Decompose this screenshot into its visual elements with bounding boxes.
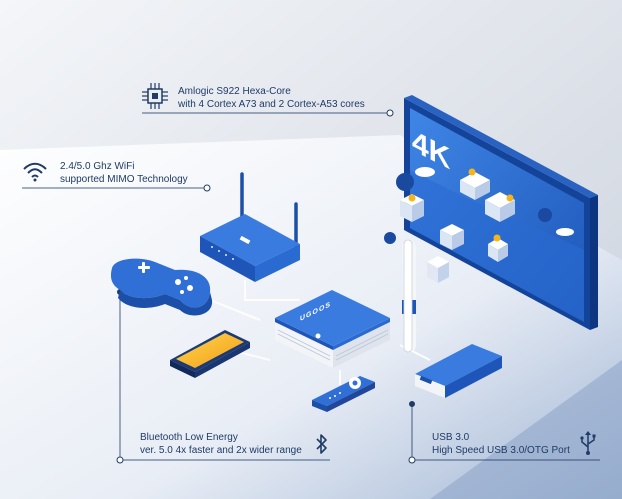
bluetooth-callout-line1: Bluetooth Low Energy bbox=[140, 432, 238, 443]
cpu-chip-icon bbox=[140, 81, 170, 116]
usb-callout: USB 3.0 High Speed USB 3.0/OTG Port bbox=[432, 431, 570, 457]
usb-icon bbox=[578, 430, 598, 461]
gamepad bbox=[110, 258, 213, 316]
bluetooth-callout-line2: ver. 5.0 4x faster and 2x wider range bbox=[140, 445, 302, 456]
tv-screen bbox=[384, 95, 598, 330]
smartphone bbox=[170, 330, 250, 378]
cpu-callout: Amlogic S922 Hexa-Core with 4 Cortex A73… bbox=[178, 85, 365, 111]
bluetooth-callout: Bluetooth Low Energy ver. 5.0 4x faster … bbox=[140, 431, 302, 457]
external-drive bbox=[415, 344, 502, 398]
cpu-callout-line1: Amlogic S922 Hexa-Core bbox=[178, 86, 291, 97]
router bbox=[200, 172, 300, 282]
wifi-callout: 2.4/5.0 Ghz WiFi supported MIMO Technolo… bbox=[60, 160, 188, 186]
cpu-callout-line2: with 4 Cortex A73 and 2 Cortex-A53 cores bbox=[178, 99, 365, 110]
remote-control bbox=[312, 376, 375, 412]
usb-callout-line1: USB 3.0 bbox=[432, 432, 470, 443]
wifi-callout-line1: 2.4/5.0 Ghz WiFi bbox=[60, 161, 135, 172]
wifi-icon bbox=[22, 162, 48, 187]
wifi-callout-line2: supported MIMO Technology bbox=[60, 174, 188, 185]
tv-box bbox=[275, 239, 416, 368]
usb-callout-line2: High Speed USB 3.0/OTG Port bbox=[432, 445, 570, 456]
bluetooth-icon bbox=[315, 433, 329, 460]
